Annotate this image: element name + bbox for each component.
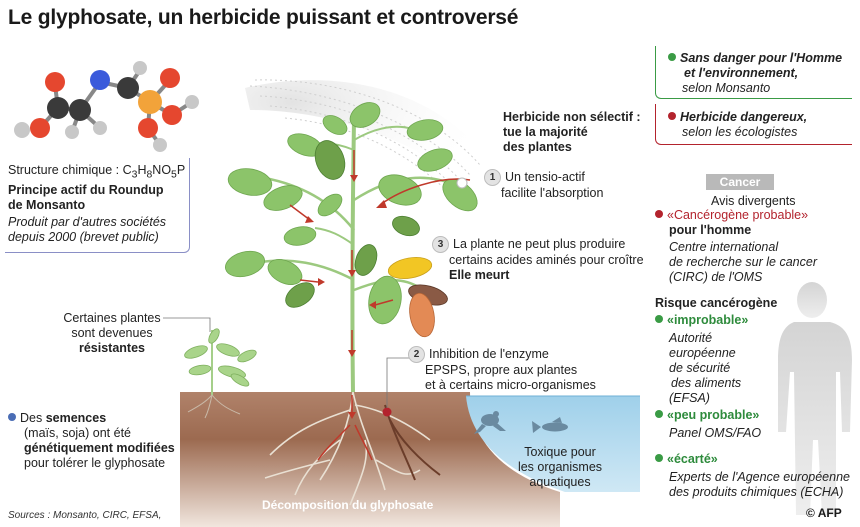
risk-title: Risque cancérogène: [655, 296, 778, 310]
page-title: Le glyphosate, un herbicide puissant et …: [8, 6, 519, 29]
sources: Sources : Monsanto, CIRC, EFSA,: [8, 510, 162, 521]
step-2-number: 2: [408, 346, 425, 363]
soil: [180, 392, 560, 527]
green-dot-icon: [655, 410, 663, 418]
main-plant: [225, 102, 478, 461]
cancer-badge: Cancer: [706, 174, 774, 190]
fish-icon: [532, 417, 568, 433]
red-dot-icon: [668, 112, 676, 120]
produced-line1: Produit par d'autres sociétés: [8, 214, 167, 229]
water-pond: [466, 396, 640, 492]
principle-line2: de Monsanto: [8, 197, 86, 212]
legend-danger: Herbicide dangereux, selon les écologist…: [668, 110, 807, 140]
echa-opinion: «écarté» Experts de l'Agence européenne …: [655, 452, 850, 500]
human-silhouette: [778, 282, 852, 515]
chemical-formula: Structure chimique : C3H8NO5P: [8, 163, 186, 181]
legend-safe-box: [655, 46, 852, 99]
step-3-number: 3: [432, 236, 449, 253]
green-dot-icon: [668, 53, 676, 61]
resistant-plant: [184, 328, 257, 419]
blue-dot-icon: [8, 413, 16, 421]
leader-lines: [163, 317, 418, 408]
green-dot-icon: [655, 454, 663, 462]
seeds-note: Des semences (maïs, soja) ont été généti…: [8, 411, 175, 471]
circ-opinion: «Cancérogène probable» pour l'homme Cent…: [655, 208, 817, 285]
green-dot-icon: [655, 315, 663, 323]
structure-box: [5, 158, 190, 253]
resistant-note: Certaines plantes sont devenues résistan…: [63, 311, 161, 355]
structure-info: Structure chimique : C3H8NO5P Principe a…: [8, 163, 193, 245]
legend-danger-box: [655, 104, 852, 145]
toxic-note: Toxique pour les organismes aquatiques: [517, 445, 603, 489]
produced-line2: depuis 2000 (brevet public): [8, 229, 159, 244]
decomposition-label: Décomposition du glyphosate: [262, 498, 434, 512]
avis-divergents: Avis divergents: [711, 194, 796, 208]
legend-safe: Sans danger pour l'Homme et l'environnem…: [668, 51, 842, 96]
glyphosate-molecule: [14, 61, 199, 152]
afp-logo: © AFP: [806, 506, 842, 520]
enzyme-marker: [382, 407, 392, 417]
red-dot-icon: [655, 210, 663, 218]
step-1-number: 1: [484, 169, 501, 186]
herbicide-note: Herbicide non sélectif : tue la majorité…: [503, 110, 641, 154]
principle-line1: Principe actif du Roundup: [8, 182, 164, 197]
panel-opinion: «peu probable» Panel OMS/FAO: [655, 408, 761, 441]
frog-icon: [474, 411, 506, 434]
efsa-opinion: «improbable» Autorité européenne de sécu…: [655, 313, 748, 406]
